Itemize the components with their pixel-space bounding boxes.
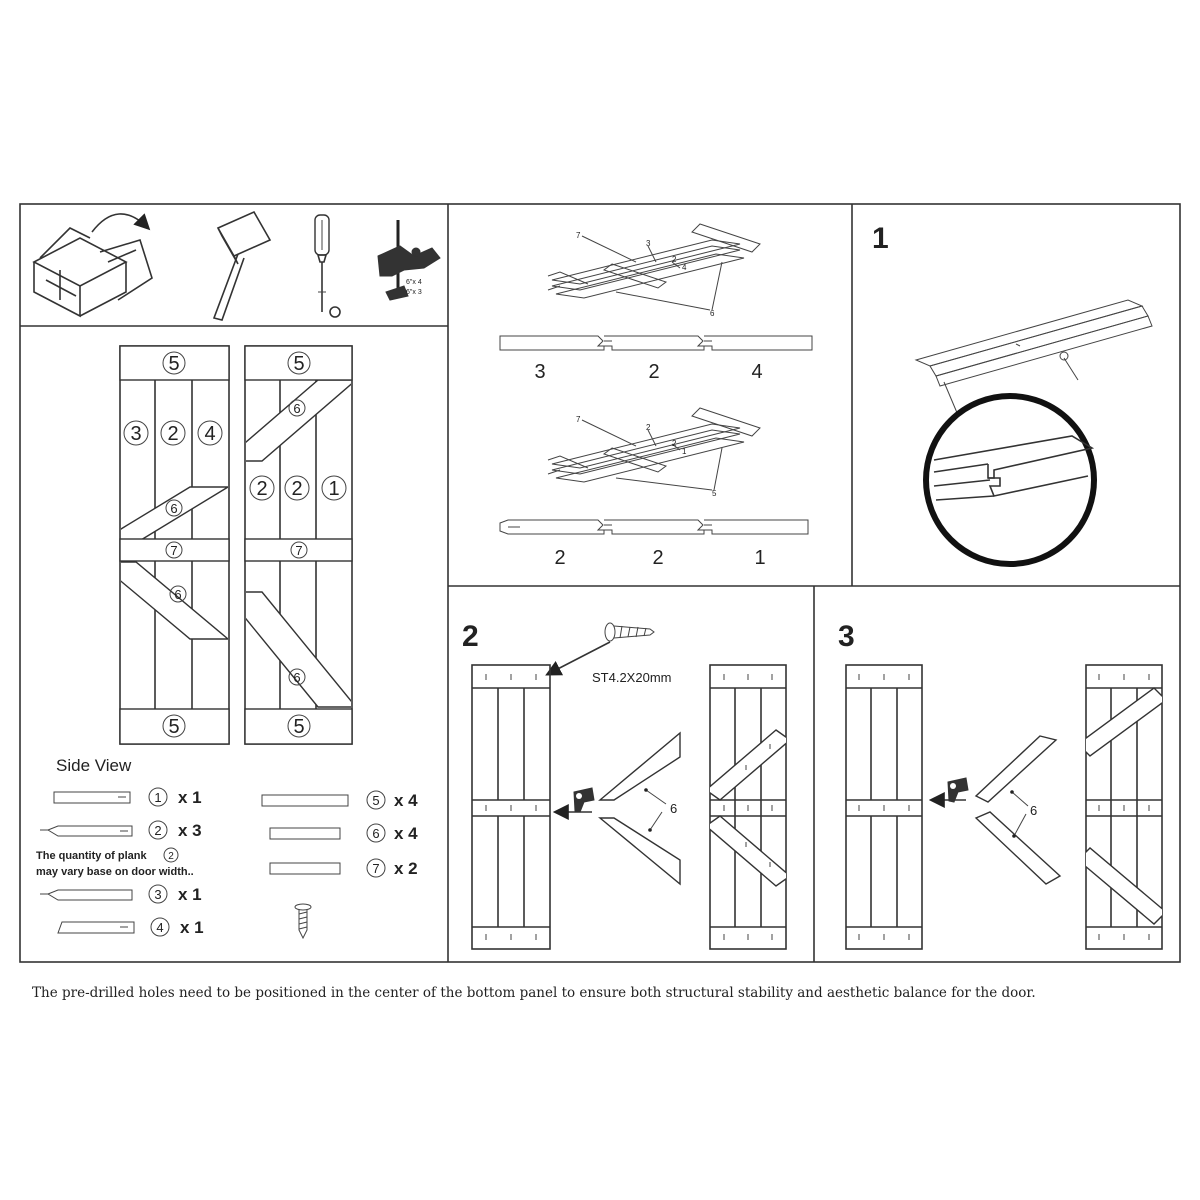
step-2-braces: 6 — [598, 731, 681, 886]
part-5-num: 5 — [372, 793, 379, 808]
mallet-icon — [212, 210, 272, 321]
screw-icon — [294, 903, 312, 940]
right-plank-label-a: 2 — [256, 478, 267, 500]
part-6-qty: x 4 — [394, 824, 418, 843]
step-2-panel: 2 ST4.2X20mm — [462, 620, 787, 950]
footer-note: The pre-drilled holes need to be positio… — [32, 985, 1036, 1001]
bottom-callout-7: 7 — [576, 415, 581, 424]
step-3-panel: 3 6 — [838, 620, 1163, 950]
front-view-panel: 5 3 2 4 6 7 6 5 — [119, 345, 353, 745]
part-4-qty: x 1 — [180, 918, 204, 937]
step-3-braces: 6 — [974, 735, 1062, 885]
part-3-num: 3 — [154, 887, 161, 902]
right-door: 5 6 2 2 1 7 6 5 — [244, 345, 353, 745]
top-profile-label-a: 3 — [534, 361, 545, 383]
plank-profile-bottom: 2 2 1 — [499, 519, 809, 569]
right-brace-bottom-label: 6 — [293, 670, 300, 685]
clamp-detail-icon — [1059, 351, 1079, 381]
left-door: 5 3 2 4 6 7 6 5 — [119, 345, 230, 745]
step-2-brace-label: 6 — [670, 801, 677, 816]
tools-panel: 6"x 4 6"x 3 — [32, 210, 441, 321]
step-3-finished-door — [1085, 664, 1163, 950]
right-brace-top-label: 6 — [293, 401, 300, 416]
joint-detail-circle — [923, 393, 1097, 567]
part-2-num: 2 — [154, 823, 161, 838]
right-bottom-board-label: 5 — [293, 716, 304, 738]
step-3-door-frame — [845, 664, 923, 950]
right-top-board-label: 5 — [293, 353, 304, 375]
step-2-door-frame — [471, 664, 551, 950]
clamp-label-1: 6"x 4 — [406, 279, 422, 286]
part-7-num: 7 — [372, 861, 379, 876]
left-plank-label-b: 2 — [167, 423, 178, 445]
side-view-title: Side View — [56, 756, 132, 775]
bottom-callout-5: 5 — [712, 489, 717, 498]
screw-spec-label: ST4.2X20mm — [592, 670, 671, 685]
left-plank-label-a: 3 — [130, 423, 141, 445]
step-3-brace-label: 6 — [1030, 803, 1037, 818]
part-5-qty: x 4 — [394, 791, 418, 810]
left-middle-board-label: 7 — [170, 543, 177, 558]
bottom-profile-label-a: 2 — [554, 547, 565, 569]
right-plank-label-b: 2 — [291, 478, 302, 500]
plank-quantity-note-line-1: The quantity of plank — [36, 850, 147, 862]
bottom-callout-2a: 2 — [646, 423, 651, 432]
part-7-qty: x 2 — [394, 859, 418, 878]
step-2-finished-door — [709, 664, 787, 950]
step-3-number: 3 — [838, 620, 855, 653]
part-1-num: 1 — [154, 790, 161, 805]
left-bottom-board-label: 5 — [168, 716, 179, 738]
top-callout-2: 2 — [672, 255, 677, 264]
drill-icon — [947, 777, 969, 803]
clamp-icon: 6"x 4 6"x 3 — [377, 220, 441, 301]
plank-quantity-note-line-2: may vary base on door width.. — [36, 866, 194, 878]
part-6-num: 6 — [372, 826, 379, 841]
clamp-label-2: 6"x 3 — [406, 289, 422, 296]
side-view-panel: Side View 1 x 1 2 x 3 The quantity of pl… — [36, 756, 418, 940]
bottom-profile-label-b: 2 — [652, 547, 663, 569]
plank-assembly-top: 7 3 2 4 6 — [547, 223, 761, 318]
top-profile-label-b: 2 — [648, 361, 659, 383]
screw-spec-icon — [604, 622, 655, 642]
left-plank-label-c: 4 — [204, 423, 215, 445]
bottom-callout-2b: 2 — [672, 439, 677, 448]
left-brace-bottom-label: 6 — [174, 587, 181, 602]
right-plank-label-c: 1 — [328, 478, 339, 500]
plank-quantity-note-num: 2 — [168, 851, 174, 862]
part-4-num: 4 — [156, 920, 163, 935]
step-1-number: 1 — [872, 222, 889, 255]
top-callout-4: 4 — [682, 263, 687, 272]
drill-icon — [573, 787, 595, 813]
part-1-qty: x 1 — [178, 788, 202, 807]
top-callout-3: 3 — [646, 239, 651, 248]
left-top-board-label: 5 — [168, 353, 179, 375]
top-callout-7: 7 — [576, 231, 581, 240]
step-1-panel: 1 — [872, 222, 1153, 567]
bottom-callout-1: 1 — [682, 447, 687, 456]
top-callout-6: 6 — [710, 309, 715, 318]
step-2-number: 2 — [462, 620, 479, 653]
plank-assembly-bottom: 7 2 2 1 5 — [547, 407, 761, 498]
top-profile-label-c: 4 — [751, 361, 762, 383]
right-middle-board-label: 7 — [295, 543, 302, 558]
part-3-qty: x 1 — [178, 885, 202, 904]
plank-diagrams-panel: 7 3 2 4 6 3 2 4 — [499, 223, 813, 569]
part-2-qty: x 3 — [178, 821, 202, 840]
bottom-profile-label-c: 1 — [754, 547, 765, 569]
screwdriver-icon — [314, 214, 341, 318]
toolbox-icon — [32, 213, 153, 318]
left-brace-top-label: 6 — [170, 501, 177, 516]
plank-profile-top: 3 2 4 — [499, 335, 813, 383]
grid-frame — [19, 203, 1181, 963]
